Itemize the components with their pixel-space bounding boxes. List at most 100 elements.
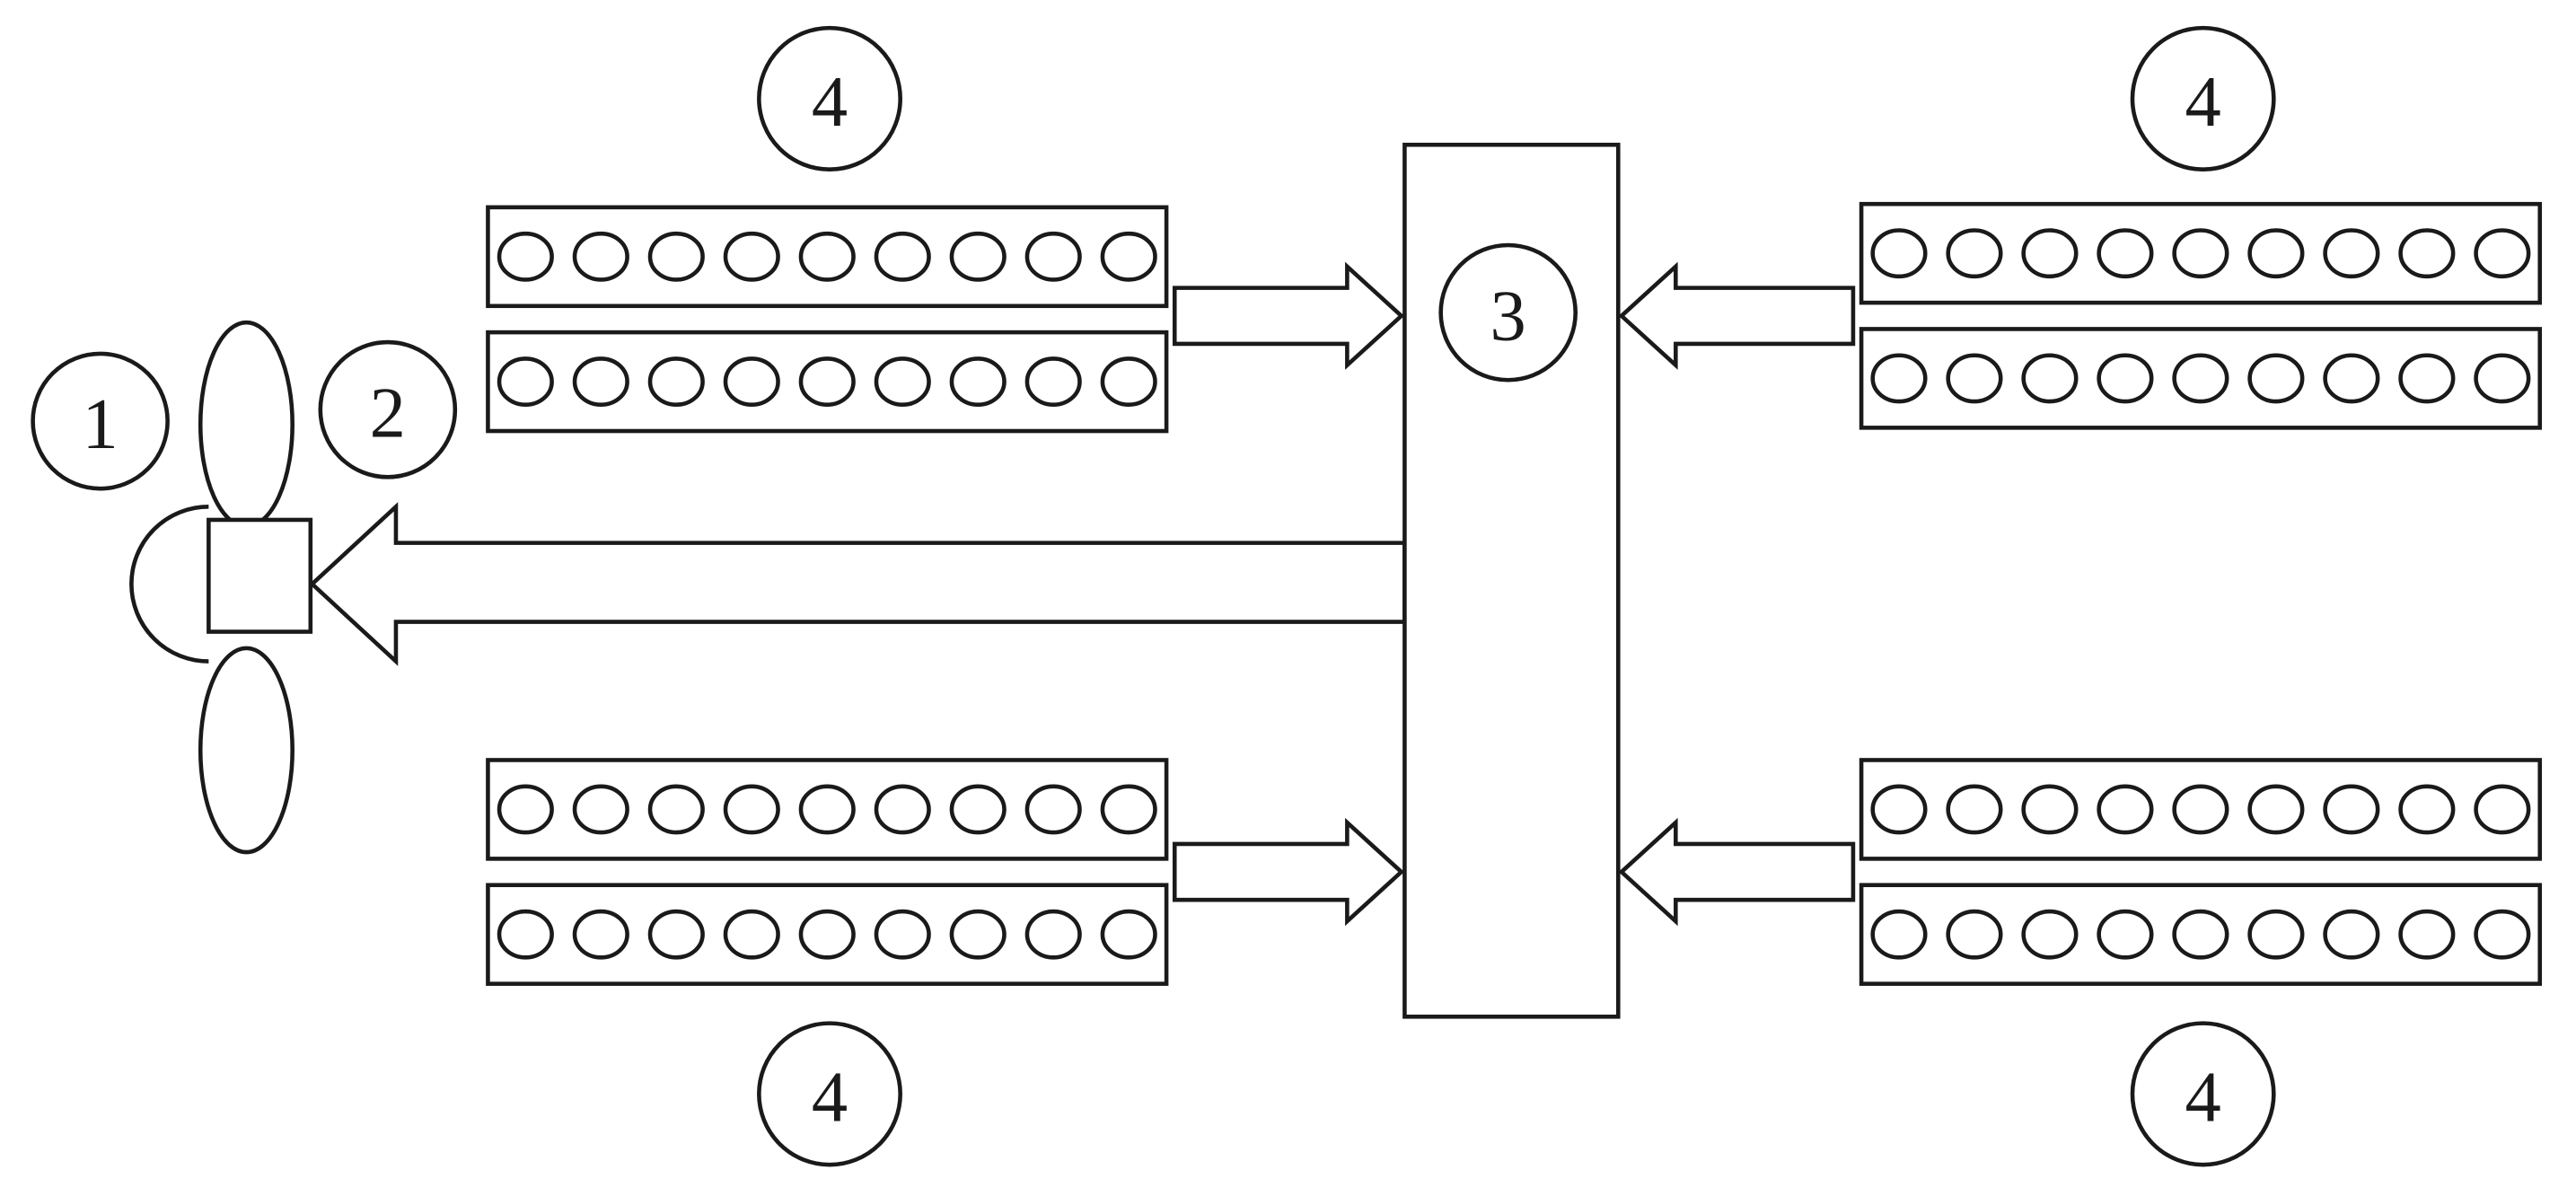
module-cell <box>572 231 629 282</box>
central-unit <box>1402 142 1621 1019</box>
module-cell <box>647 909 705 960</box>
module-cell <box>798 356 856 408</box>
module-cell <box>1024 231 1082 282</box>
module-cell <box>1100 909 1157 960</box>
module-cell <box>1870 909 1928 960</box>
module-cell <box>2247 909 2305 960</box>
module-cell <box>2474 784 2531 835</box>
module-cell <box>2097 353 2154 404</box>
label-circle-4-top-left <box>757 25 902 172</box>
module-cell <box>647 231 705 282</box>
propeller-blade-top <box>198 320 295 529</box>
module-cell <box>2474 909 2531 960</box>
arrow-bottom-left <box>1172 817 1405 927</box>
arrow-top-right <box>1618 261 1856 370</box>
module-cell <box>2172 909 2229 960</box>
module-cell <box>874 909 931 960</box>
main-drive-arrow <box>309 502 1407 666</box>
module-cell <box>2398 353 2456 404</box>
label-circle-4-top-right <box>2130 25 2276 172</box>
module-cell <box>2474 228 2531 279</box>
module-cell <box>2097 228 2154 279</box>
module-cell <box>2021 784 2079 835</box>
module-cell <box>2247 353 2305 404</box>
module-cell <box>2172 353 2229 404</box>
module-cell <box>2021 909 2079 960</box>
module-row-top-right-2 <box>1859 327 2543 430</box>
module-cell <box>1870 353 1928 404</box>
module-cell <box>798 784 856 835</box>
module-cell <box>1946 353 2003 404</box>
module-cell <box>1024 356 1082 408</box>
module-cell <box>572 784 629 835</box>
module-cell <box>1870 784 1928 835</box>
module-cell <box>2323 784 2380 835</box>
module-cell <box>2172 784 2229 835</box>
module-row-bottom-right-1 <box>1859 758 2543 861</box>
module-cell <box>497 784 554 835</box>
module-cell <box>572 909 629 960</box>
module-row-top-right-1 <box>1859 201 2543 305</box>
propeller-blade-bottom <box>198 646 295 855</box>
label-1: 1 <box>82 384 118 464</box>
module-row-bottom-right-2 <box>1859 883 2543 986</box>
module-cell <box>497 231 554 282</box>
module-row-top-left-2 <box>486 330 1169 434</box>
module-cell <box>949 356 1007 408</box>
module-cell <box>2247 228 2305 279</box>
module-cell <box>2398 909 2456 960</box>
module-cell <box>723 909 780 960</box>
label-circle-4-bottom-right <box>2130 1021 2276 1167</box>
module-cell <box>1870 228 1928 279</box>
module-row-bottom-left-2 <box>486 883 1169 986</box>
module-cell <box>1024 784 1082 835</box>
label-4-bottom-left: 4 <box>812 1058 848 1138</box>
label-4-bottom-right: 4 <box>2185 1058 2221 1138</box>
label-circle-1 <box>31 351 170 491</box>
module-cell <box>874 231 931 282</box>
module-cell <box>2474 353 2531 404</box>
module-cell <box>1024 909 1082 960</box>
module-cell <box>949 909 1007 960</box>
module-cell <box>2021 228 2079 279</box>
module-cell <box>1100 356 1157 408</box>
arrow-top-left <box>1172 261 1405 370</box>
label-4-top-right: 4 <box>2185 62 2221 142</box>
module-cell <box>723 356 780 408</box>
module-cell <box>723 784 780 835</box>
module-row-bottom-left-1 <box>486 758 1169 861</box>
module-cell <box>949 784 1007 835</box>
module-cell <box>647 784 705 835</box>
label-circle-4-bottom-left <box>757 1021 902 1167</box>
module-cell <box>874 356 931 408</box>
label-4-top-left: 4 <box>812 62 848 142</box>
module-cell <box>497 356 554 408</box>
module-cell <box>2097 784 2154 835</box>
module-cell <box>2323 228 2380 279</box>
module-row-top-left-1 <box>486 205 1169 309</box>
module-cell <box>1946 909 2003 960</box>
module-cell <box>1946 228 2003 279</box>
module-cell <box>2398 228 2456 279</box>
module-cell <box>798 231 856 282</box>
module-cell <box>1100 231 1157 282</box>
label-circle-2 <box>318 339 458 479</box>
module-cell <box>949 231 1007 282</box>
propeller-hub <box>129 505 209 664</box>
module-cell <box>2398 784 2456 835</box>
module-cell <box>2323 353 2380 404</box>
label-3: 3 <box>1490 276 1526 356</box>
module-cell <box>874 784 931 835</box>
label-circle-3 <box>1438 242 1578 383</box>
module-cell <box>723 231 780 282</box>
module-cell <box>798 909 856 960</box>
module-cell <box>2021 353 2079 404</box>
arrow-bottom-right <box>1618 817 1856 927</box>
module-cell <box>2323 909 2380 960</box>
module-cell <box>2247 784 2305 835</box>
module-cell <box>2097 909 2154 960</box>
module-cell <box>647 356 705 408</box>
shaft-coupling <box>207 517 313 634</box>
module-cell <box>1946 784 2003 835</box>
